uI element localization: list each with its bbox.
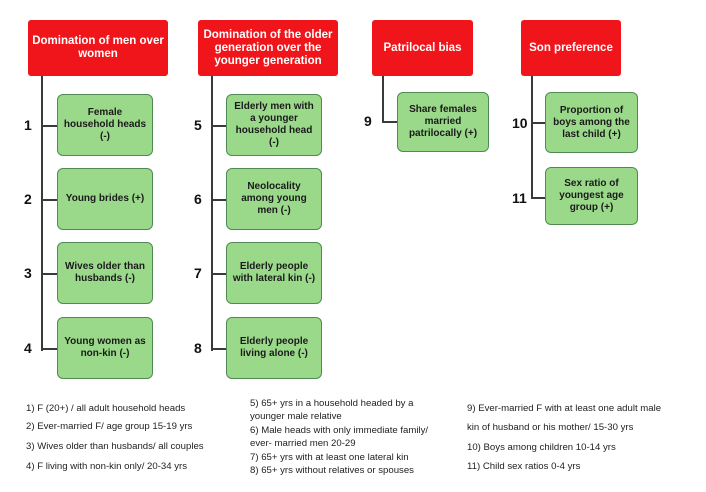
indicator-box-10: Proportion of boys among the last child … [545, 92, 638, 153]
indicator-number-1: 1 [24, 117, 32, 133]
footnote-5: 5) 65+ yrs in a household headed by a [250, 398, 414, 409]
footnote-11: 11) Child sex ratios 0-4 yrs [467, 461, 581, 472]
connector-branch-11 [531, 197, 545, 199]
footnote-7: 7) 65+ yrs with at least one lateral kin [250, 452, 409, 463]
connector-branch-10 [531, 122, 545, 124]
footnote-3: 3) Wives older than husbands/ all couple… [26, 441, 204, 452]
header-patrilocal-bias: Patrilocal bias [372, 20, 473, 76]
indicator-number-3: 3 [24, 265, 32, 281]
connector-trunk-4 [531, 76, 533, 199]
header-son-preference: Son preference [521, 20, 621, 76]
connector-branch-6 [211, 199, 226, 201]
footnote-9: 9) Ever-married F with at least one adul… [467, 403, 662, 414]
indicator-number-2: 2 [24, 191, 32, 207]
indicator-box-3: Wives older than husbands (-) [57, 242, 153, 304]
footnote-9-cont: kin of husband or his mother/ 15-30 yrs [467, 422, 634, 433]
connector-trunk-2 [211, 76, 213, 351]
indicator-box-7: Elderly people with lateral kin (-) [226, 242, 322, 304]
indicator-box-6: Neolocality among young men (-) [226, 168, 322, 230]
indicator-box-9: Share females married patrilocally (+) [397, 92, 489, 152]
indicator-box-1: Female household heads (-) [57, 94, 153, 156]
indicator-box-11: Sex ratio of youngest age group (+) [545, 167, 638, 225]
footnote-10: 10) Boys among children 10-14 yrs [467, 442, 616, 453]
indicator-box-5: Elderly men with a younger household hea… [226, 94, 322, 156]
connector-branch-1 [41, 125, 57, 127]
footnote-4: 4) F living with non-kin only/ 20-34 yrs [26, 461, 188, 472]
header-older-over-younger: Domination of the older generation over … [198, 20, 338, 76]
indicator-box-8: Elderly people living alone (-) [226, 317, 322, 379]
indicator-number-8: 8 [194, 340, 202, 356]
footnote-1: 1) F (20+) / all adult household heads [26, 403, 186, 414]
connector-trunk-1 [41, 76, 43, 351]
indicator-box-4: Young women as non-kin (-) [57, 317, 153, 379]
connector-branch-3 [41, 273, 57, 275]
footnote-6-cont: ever- married men 20-29 [250, 438, 356, 449]
indicator-number-7: 7 [194, 265, 202, 281]
header-men-over-women: Domination of men over women [28, 20, 168, 76]
indicator-number-5: 5 [194, 117, 202, 133]
footnote-5-cont: younger male relative [250, 411, 342, 422]
footnote-8: 8) 65+ yrs without relatives or spouses [250, 465, 414, 476]
connector-branch-2 [41, 199, 57, 201]
connector-branch-7 [211, 273, 226, 275]
indicator-number-6: 6 [194, 191, 202, 207]
footnote-2: 2) Ever-married F/ age group 15-19 yrs [26, 421, 193, 432]
indicator-number-11: 11 [512, 190, 527, 206]
connector-branch-8 [211, 348, 226, 350]
connector-trunk-3 [382, 76, 384, 122]
indicator-number-10: 10 [512, 115, 528, 131]
indicator-number-4: 4 [24, 340, 32, 356]
indicator-number-9: 9 [364, 113, 372, 129]
connector-branch-4 [41, 348, 57, 350]
indicator-box-2: Young brides (+) [57, 168, 153, 230]
connector-branch-9 [382, 121, 397, 123]
connector-branch-5 [211, 125, 226, 127]
footnote-6: 6) Male heads with only immediate family… [250, 425, 429, 436]
